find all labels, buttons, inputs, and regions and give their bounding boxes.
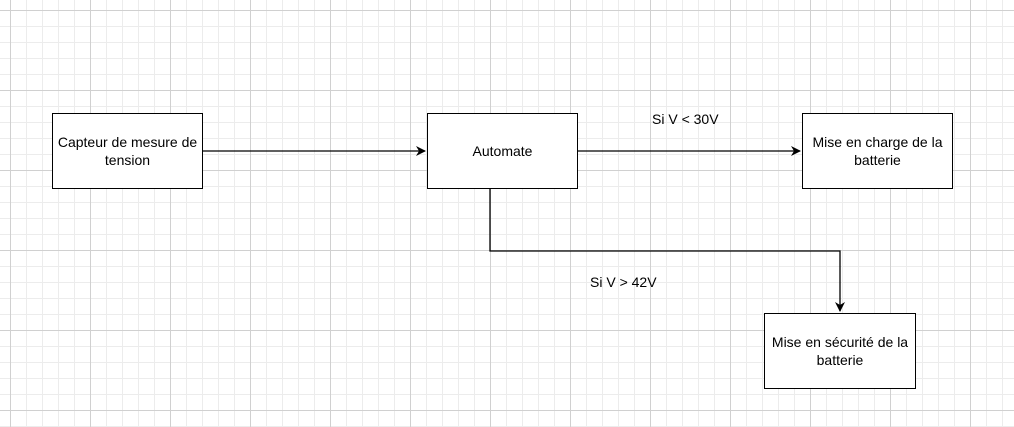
- node-plc-label: Automate: [472, 143, 533, 159]
- node-voltage-sensor-label: Capteur de mesure de tension: [57, 134, 198, 168]
- node-voltage-sensor[interactable]: Capteur de mesure de tension: [52, 113, 203, 189]
- node-battery-safety-label: Mise en sécurité de la batterie: [771, 334, 909, 368]
- edge-label-high-voltage: Si V > 42V: [590, 274, 657, 290]
- edge-label-low-voltage: Si V < 30V: [652, 111, 719, 127]
- node-battery-charging-label: Mise en charge de la batterie: [812, 134, 943, 168]
- node-battery-charging[interactable]: Mise en charge de la batterie: [802, 113, 953, 189]
- node-battery-safety[interactable]: Mise en sécurité de la batterie: [764, 313, 916, 389]
- edge-plc-to-safety[interactable]: [489, 189, 845, 312]
- node-plc[interactable]: Automate: [427, 113, 578, 189]
